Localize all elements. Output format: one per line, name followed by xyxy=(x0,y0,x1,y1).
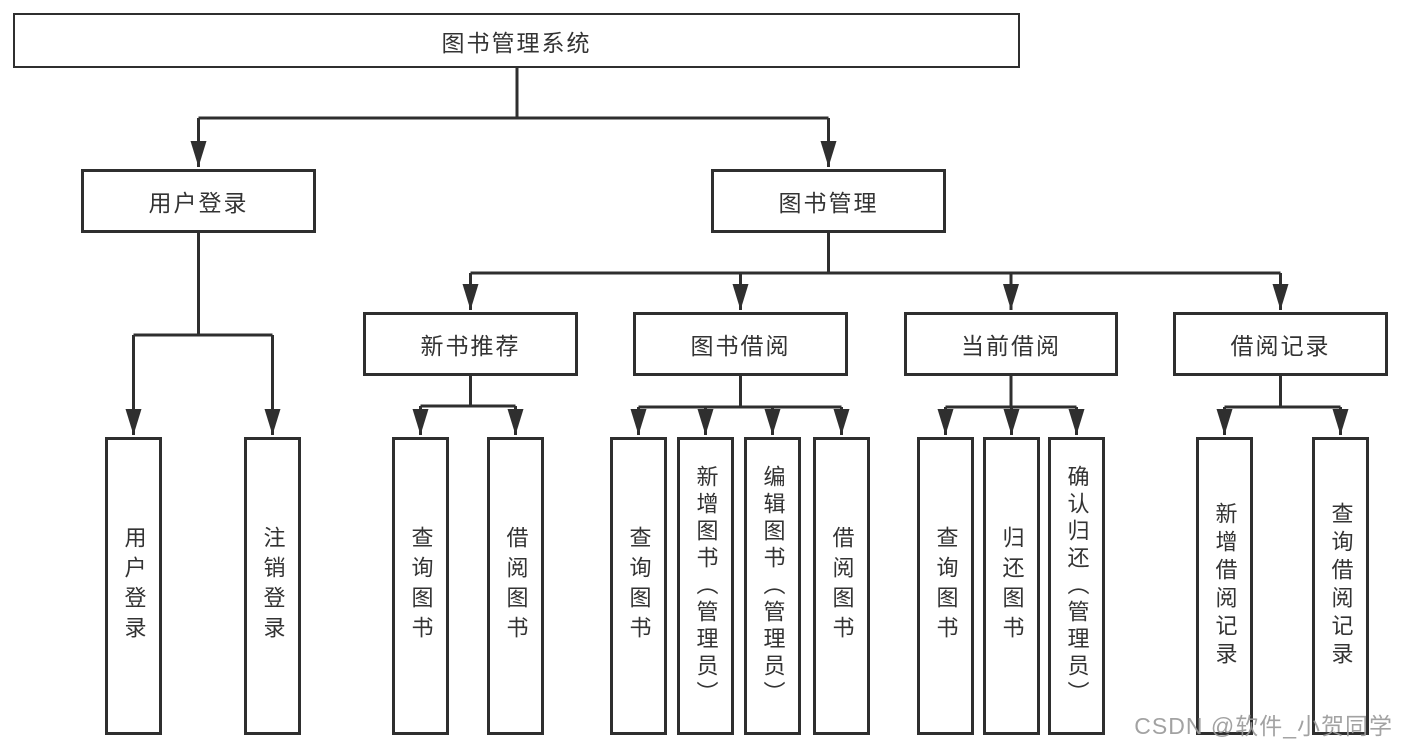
leaf-query-book-1-label: 查询图书 xyxy=(408,526,434,646)
leaf-edit-book-admin-label: 编辑图书（管理员） xyxy=(760,464,786,708)
leaf-add-book-admin-label: 新增图书（管理员） xyxy=(693,464,719,708)
leaf-logout-label: 注销登录 xyxy=(260,526,286,646)
leaf-query-book-2: 查询图书 xyxy=(610,437,667,735)
leaf-borrow-book-2-label: 借阅图书 xyxy=(829,526,855,646)
node-new-book-recommend: 新书推荐 xyxy=(363,312,578,376)
leaf-add-book-admin: 新增图书（管理员） xyxy=(677,437,734,735)
connector-current-borrow xyxy=(937,376,1085,435)
node-borrow-record: 借阅记录 xyxy=(1173,312,1388,376)
leaf-borrow-book-2: 借阅图书 xyxy=(813,437,870,735)
leaf-logout: 注销登录 xyxy=(244,437,301,735)
leaf-add-borrow-record: 新增借阅记录 xyxy=(1196,437,1253,735)
leaf-query-borrow-record-label: 查询借阅记录 xyxy=(1328,502,1354,670)
node-book-borrow: 图书借阅 xyxy=(633,312,848,376)
leaf-add-borrow-record-label: 新增借阅记录 xyxy=(1212,502,1238,670)
watermark: CSDN @软件_小贺同学 xyxy=(1134,713,1393,739)
leaf-return-book: 归还图书 xyxy=(983,437,1040,735)
leaf-return-book-label: 归还图书 xyxy=(999,526,1025,646)
leaf-query-book-3: 查询图书 xyxy=(917,437,974,735)
node-current-borrow: 当前借阅 xyxy=(904,312,1118,376)
leaf-user-login: 用户登录 xyxy=(105,437,162,735)
leaf-borrow-book-1-label: 借阅图书 xyxy=(503,526,529,646)
connector-borrow-record xyxy=(1216,376,1349,435)
connector-book-borrow xyxy=(630,376,850,435)
node-user-login: 用户登录 xyxy=(81,169,316,233)
leaf-query-book-3-label: 查询图书 xyxy=(933,526,959,646)
connector-book-management xyxy=(462,233,1289,310)
leaf-user-login-label: 用户登录 xyxy=(121,526,147,646)
leaf-edit-book-admin: 编辑图书（管理员） xyxy=(744,437,801,735)
connector-user-login xyxy=(125,233,281,435)
leaf-query-book-1: 查询图书 xyxy=(392,437,449,735)
leaf-confirm-return-admin: 确认归还（管理员） xyxy=(1048,437,1105,735)
leaf-borrow-book-1: 借阅图书 xyxy=(487,437,544,735)
connector-new-book-recommend xyxy=(412,376,524,435)
leaf-query-borrow-record: 查询借阅记录 xyxy=(1312,437,1369,735)
node-root: 图书管理系统 xyxy=(13,13,1020,68)
node-book-management: 图书管理 xyxy=(711,169,946,233)
leaf-query-book-2-label: 查询图书 xyxy=(626,526,652,646)
leaf-confirm-return-admin-label: 确认归还（管理员） xyxy=(1064,464,1090,708)
connector-root xyxy=(190,68,837,167)
